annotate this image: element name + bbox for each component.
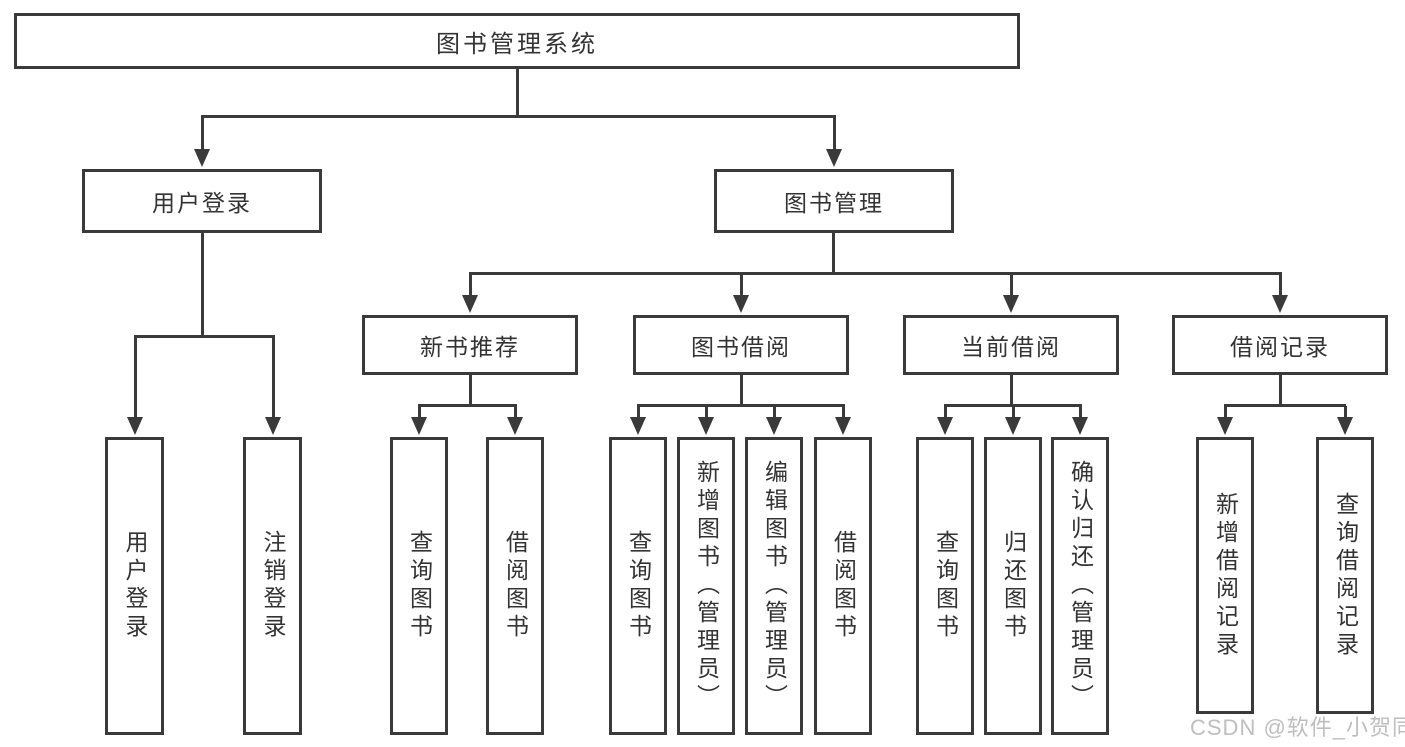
connector-arrow-stem: [1009, 274, 1013, 295]
node-label: 查询图书: [406, 530, 433, 642]
connector-line: [1224, 404, 1346, 407]
arrow-down-icon: [194, 149, 210, 167]
node-leaf-query-book-1: 查询图书: [390, 437, 448, 735]
node-label: 图书管理: [784, 190, 884, 216]
arrow-down-icon: [826, 149, 842, 167]
arrow-down-icon: [1272, 295, 1288, 313]
node-label: 新增借阅记录: [1212, 491, 1239, 660]
node-label: 借阅图书: [502, 530, 529, 642]
node-book-borrow: 图书借阅: [633, 315, 849, 375]
node-user-login: 用户登录: [82, 169, 322, 233]
node-leaf-edit-book: 编辑图书（管理员）: [745, 437, 803, 735]
arrow-down-icon: [698, 417, 714, 435]
connector-line: [516, 68, 519, 118]
connector-arrow-stem: [1343, 406, 1347, 417]
arrow-down-icon: [1337, 417, 1353, 435]
connector-line: [201, 233, 204, 337]
arrow-down-icon: [766, 417, 782, 435]
node-label: 确认归还（管理员）: [1067, 460, 1094, 712]
connector-arrow-stem: [1223, 406, 1227, 417]
connector-arrow-stem: [739, 274, 743, 295]
connector-arrow-stem: [841, 406, 845, 417]
connector-arrow-stem: [468, 274, 472, 295]
connector-line: [740, 375, 743, 406]
arrow-down-icon: [1003, 295, 1019, 313]
connector-arrow-stem: [1011, 406, 1015, 417]
connector-line: [134, 335, 275, 338]
node-label: 借阅记录: [1230, 334, 1330, 360]
node-label: 当前借阅: [961, 334, 1061, 360]
node-book-mgmt: 图书管理: [714, 169, 954, 233]
arrow-down-icon: [630, 417, 646, 435]
connector-line: [469, 272, 1282, 275]
connector-line: [418, 404, 517, 407]
node-leaf-query-borrow-record: 查询借阅记录: [1316, 437, 1374, 714]
connector-line: [944, 404, 1082, 407]
connector-arrow-stem: [1078, 406, 1082, 417]
connector-arrow-stem: [832, 117, 836, 149]
connector-line: [637, 404, 845, 407]
arrow-down-icon: [127, 417, 143, 435]
arrow-down-icon: [1217, 417, 1233, 435]
node-root: 图书管理系统: [14, 13, 1020, 69]
node-borrow-records: 借阅记录: [1172, 315, 1388, 375]
connector-arrow-stem: [943, 406, 947, 417]
connector-line: [1279, 375, 1282, 406]
connector-arrow-stem: [636, 406, 640, 417]
watermark: CSDN @软件_小贺同学: [1190, 715, 1405, 740]
arrow-down-icon: [1005, 417, 1021, 435]
connector-arrow-stem: [513, 406, 517, 417]
node-label: 查询图书: [625, 530, 652, 642]
node-label: 新增图书（管理员）: [693, 460, 720, 712]
arrow-down-icon: [937, 417, 953, 435]
arrow-down-icon: [1072, 417, 1088, 435]
node-leaf-borrow-book-2: 借阅图书: [814, 437, 872, 735]
node-leaf-query-book-2: 查询图书: [609, 437, 667, 735]
node-label: 用户登录: [152, 190, 252, 216]
node-leaf-add-book: 新增图书（管理员）: [677, 437, 735, 735]
connector-line: [201, 115, 836, 118]
connector-arrow-stem: [1278, 274, 1282, 295]
connector-line: [469, 375, 472, 406]
arrow-down-icon: [411, 417, 427, 435]
node-current-borrow: 当前借阅: [903, 315, 1119, 375]
node-label: 注销登录: [260, 530, 286, 642]
connector-line: [832, 233, 835, 274]
arrow-down-icon: [265, 417, 281, 435]
connector-arrow-stem: [200, 117, 204, 149]
node-leaf-confirm-return: 确认归还（管理员）: [1051, 437, 1109, 735]
node-leaf-borrow-book-1: 借阅图书: [486, 437, 544, 735]
arrow-down-icon: [507, 417, 523, 435]
node-label: 编辑图书（管理员）: [761, 460, 788, 712]
connector-line: [1010, 375, 1013, 406]
node-leaf-user-login: 用户登录: [105, 437, 164, 735]
connector-arrow-stem: [271, 337, 275, 417]
node-new-book-rec: 新书推荐: [362, 315, 578, 375]
node-leaf-add-borrow-record: 新增借阅记录: [1196, 437, 1254, 714]
connector-arrow-stem: [704, 406, 708, 417]
node-label: 新书推荐: [420, 334, 520, 360]
node-leaf-return-book: 归还图书: [984, 437, 1042, 735]
node-label: 图书借阅: [691, 334, 791, 360]
connector-arrow-stem: [417, 406, 421, 417]
node-label: 查询借阅记录: [1332, 491, 1359, 660]
node-label: 图书管理系统: [436, 30, 598, 58]
arrow-down-icon: [733, 295, 749, 313]
node-label: 归还图书: [1000, 530, 1027, 642]
connector-arrow-stem: [772, 406, 776, 417]
connector-arrow-stem: [133, 337, 137, 417]
arrow-down-icon: [462, 295, 478, 313]
node-label: 用户登录: [122, 530, 148, 642]
node-leaf-query-book-3: 查询图书: [916, 437, 974, 735]
node-label: 查询图书: [932, 530, 959, 642]
node-label: 借阅图书: [830, 530, 857, 642]
arrow-down-icon: [835, 417, 851, 435]
node-leaf-logout: 注销登录: [243, 437, 302, 735]
